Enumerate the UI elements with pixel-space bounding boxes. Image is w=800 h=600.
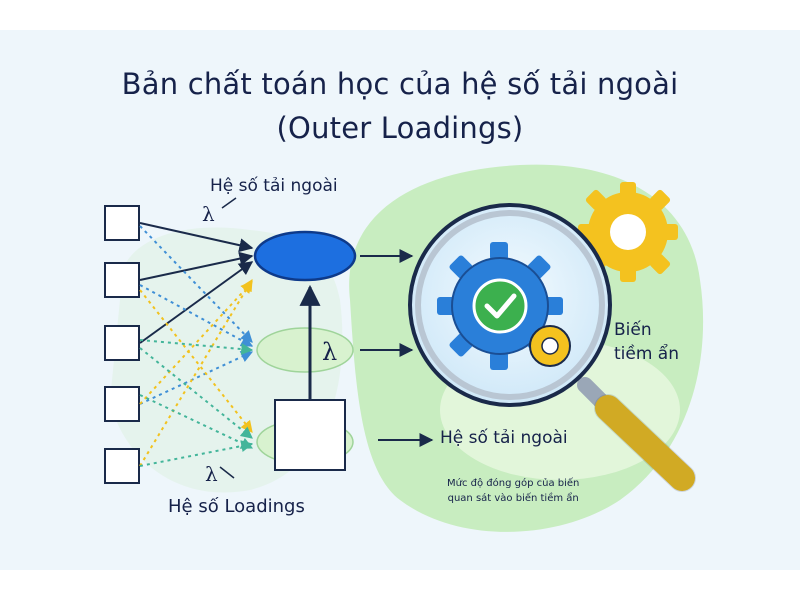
lambda-label-center: λ [322,338,338,366]
teal-dotted-arrows [139,339,254,467]
top-loading-label: Hệ số tải ngoài [210,176,338,196]
indicator-box-1 [104,205,140,241]
latent-node-top [253,230,357,282]
center-indicator-box [274,399,346,471]
checkmark-icon [472,278,528,334]
description-text: Mức độ đóng góp của biến quan sát vào bi… [447,478,580,504]
lambda-pointer-top [221,197,237,209]
bottom-loading-label: Hệ số Loadings [168,496,305,517]
gear-icon [578,182,678,282]
title-line-1: Bản chất toán học của hệ số tải ngoài [121,67,679,101]
yellow-dotted-arrows [139,278,253,467]
page-title: Bản chất toán học của hệ số tải ngoài (O… [0,62,800,150]
gear-icon [529,325,571,367]
right-loading-label: Hệ số tải ngoài [440,428,568,448]
indicator-box-4 [104,386,140,422]
blue-dotted-arrows [139,225,254,405]
latent-variable-label: Biến tiềm ẩn [614,320,680,364]
indicator-box-5 [104,448,140,484]
right-arrows [360,249,434,447]
latent-node-middle [256,327,354,373]
lambda-label-top: λ [202,202,215,226]
solid-arrows [139,222,254,344]
title-line-2: (Outer Loadings) [276,111,524,145]
indicator-box-3 [104,325,140,361]
lambda-label-bottom: λ [205,462,218,486]
lambda-pointer-bottom [219,466,235,479]
indicator-box-2 [104,262,140,298]
